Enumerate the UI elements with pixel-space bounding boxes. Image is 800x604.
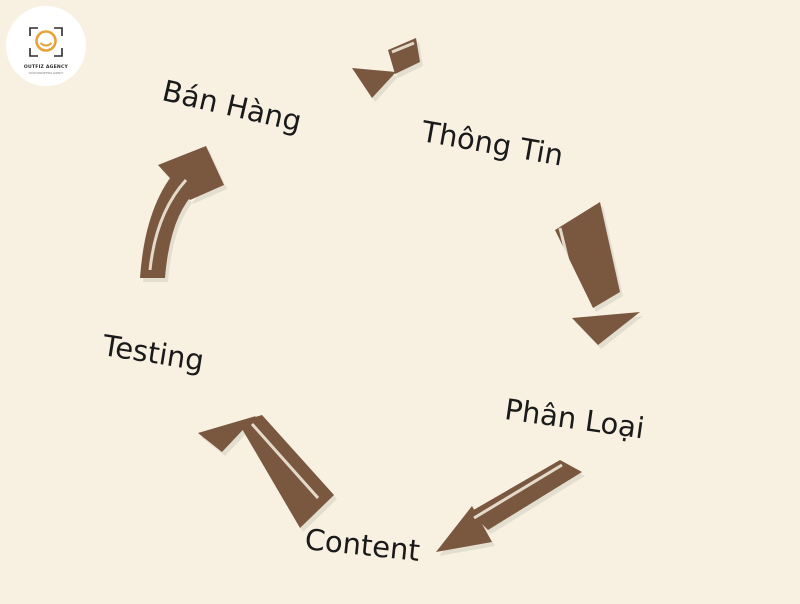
arrow-thong-tin-to-phan-loai-shaft: [555, 202, 620, 308]
arrow-ban-hang-to-thong-tin: [352, 38, 423, 102]
arrow-content-to-testing: [198, 415, 337, 532]
arrow-testing-to-ban-hang: [140, 146, 227, 282]
logo-name: OUTFIZ AGENCY: [23, 65, 69, 70]
arrow-phan-loai-to-content-shaft: [470, 460, 582, 530]
arrow-phan-loai-to-content-head: [436, 506, 492, 552]
arrow-phan-loai-to-content: [436, 460, 585, 556]
arrow-thong-tin-to-phan-loai-highlight: [558, 227, 582, 311]
arrow-thong-tin-to-phan-loai: [555, 202, 643, 349]
arrow-thong-tin-to-phan-loai-head: [572, 312, 640, 345]
arrow-content-to-testing-highlight: [250, 423, 320, 499]
arrow-ban-hang-to-thong-tin-head: [352, 68, 396, 98]
arrow-content-to-testing-shaft: [238, 415, 334, 528]
arrow-phan-loai-to-content-highlight: [473, 463, 563, 520]
agency-logo: OUTFIZ AGENCY YOUR MARKETING AGENCY: [6, 6, 86, 86]
camera-smile-icon: [29, 27, 63, 57]
arrow-content-to-testing-head: [198, 416, 256, 452]
arrow-testing-to-ban-hang-head: [158, 146, 224, 200]
arrow-testing-to-ban-hang-highlight: [148, 178, 188, 271]
arrow-ban-hang-to-thong-tin-highlight: [391, 41, 415, 54]
arrow-ban-hang-to-thong-tin-shaft: [388, 38, 420, 74]
logo-tagline: YOUR MARKETING AGENCY: [28, 72, 64, 75]
